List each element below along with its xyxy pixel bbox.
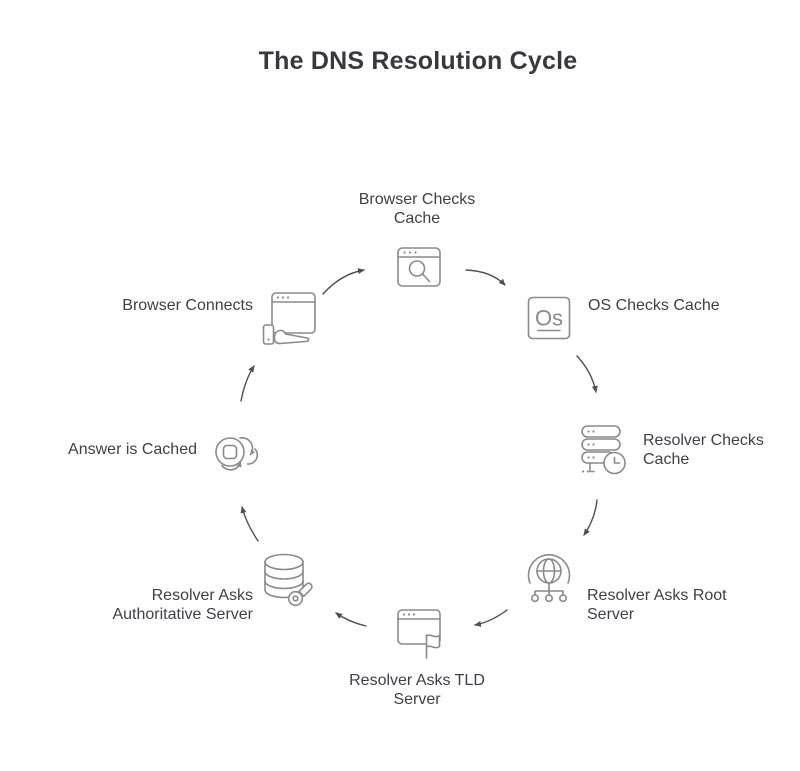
- cache-refresh-icon: [209, 429, 261, 475]
- label-answer-is-cached: Answer is Cached: [68, 441, 197, 458]
- label-resolver-asks-tld-server: Resolver Asks TLD Server: [349, 672, 485, 708]
- arrow-os-checks-to-resolver-checks: [576, 355, 598, 393]
- server-clock-icon: [576, 423, 630, 477]
- arrow-tld-to-authoritative: [335, 612, 367, 627]
- arrow-resolver-checks-to-root: [583, 499, 598, 536]
- label-browser-checks-cache: Browser Checks Cache: [358, 191, 476, 227]
- svg-text:Os: Os: [535, 306, 563, 331]
- browser-flag-icon: [393, 606, 445, 660]
- arrow-authoritative-to-cached: [240, 506, 259, 542]
- browser-pointer-icon: [261, 290, 317, 348]
- label-os-checks-cache: OS Checks Cache: [588, 297, 720, 314]
- label-resolver-asks-root-server: Resolver Asks Root Server: [587, 587, 727, 623]
- database-key-icon: [259, 551, 313, 609]
- label-resolver-checks-cache: Resolver Checks Cache: [643, 432, 764, 468]
- arrow-browser-connects-to-browser-checks: [322, 268, 365, 295]
- browser-search-icon: [395, 243, 443, 291]
- label-browser-connects: Browser Connects: [122, 297, 253, 314]
- arrow-browser-checks-to-os-checks: [465, 269, 506, 286]
- arrow-root-to-tld: [474, 609, 508, 627]
- label-resolver-asks-authoritative-server: Resolver Asks Authoritative Server: [112, 587, 253, 623]
- os-box-icon: Os: [525, 294, 573, 342]
- page-title: The DNS Resolution Cycle: [258, 47, 578, 75]
- globe-network-icon: [523, 551, 575, 609]
- arrow-cached-to-browser-connects: [240, 365, 255, 402]
